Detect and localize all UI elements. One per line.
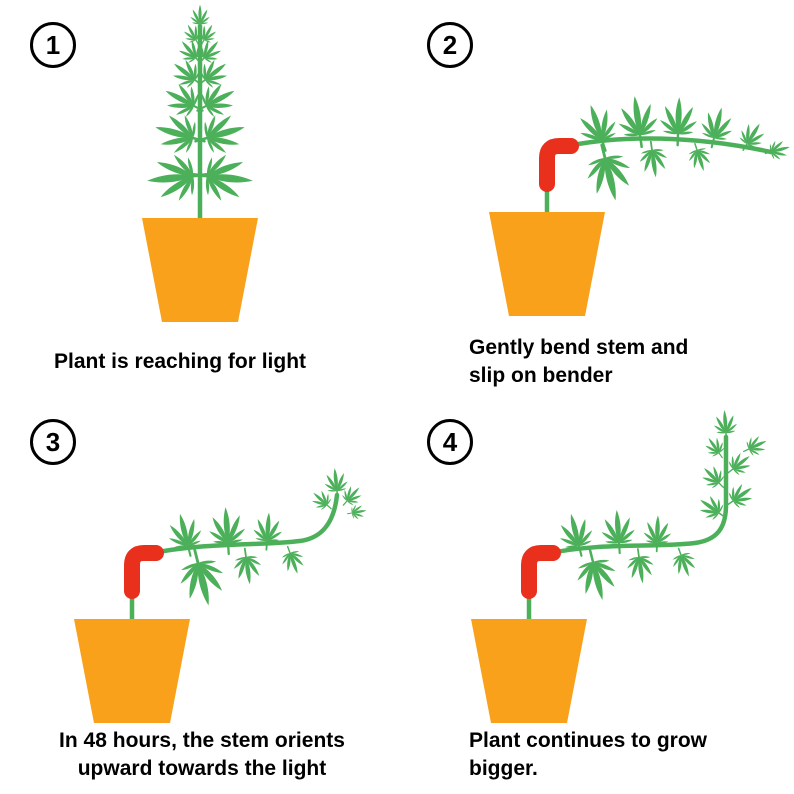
step-panel-2: 2 Gently bend stem and slip on bender: [397, 0, 794, 397]
step-caption: Plant continues to grow bigger.: [469, 729, 708, 780]
leaves: [161, 466, 369, 613]
leaf: [189, 4, 211, 31]
stem-bender: [539, 138, 579, 192]
step-number-badge: 2: [427, 22, 473, 68]
leaf: [577, 138, 640, 208]
pot: [74, 619, 190, 723]
leaf: [275, 541, 310, 579]
leaf: [683, 139, 716, 176]
step-panel-3: 3 In 48 hours, the stem orients upward t…: [0, 397, 397, 794]
step-panel-1: 1 Plant is reaching for light: [0, 0, 397, 397]
step-number: 1: [45, 29, 61, 60]
leaf: [170, 543, 233, 613]
plant-illustration-bent: [489, 92, 793, 316]
stem-bender: [124, 545, 164, 599]
leaf: [738, 430, 772, 462]
stem-horizontal: [145, 492, 340, 557]
leaf: [666, 543, 702, 582]
step-number: 2: [442, 29, 458, 60]
leaf: [622, 546, 658, 587]
step-panel-4: 4 Plant continues to g: [397, 397, 794, 794]
pot: [142, 218, 258, 322]
leaf: [229, 545, 266, 588]
stem-bender: [521, 545, 561, 599]
pot: [489, 212, 605, 316]
step-number: 3: [45, 426, 61, 457]
plant-illustration-reorienting: [74, 466, 369, 723]
step-number-badge: 4: [427, 419, 473, 465]
leaf: [161, 508, 209, 562]
stem-horizontal: [560, 136, 774, 155]
step-caption: Plant is reaching for light: [54, 349, 307, 373]
step-caption: In 48 hours, the stem orients upward tow…: [59, 729, 345, 780]
plant-illustration-regrown: [471, 408, 772, 723]
step-number-badge: 3: [30, 419, 76, 465]
step-number: 4: [442, 426, 458, 457]
plant-illustration-upright: [142, 4, 258, 322]
leaf: [345, 502, 369, 522]
step-caption: Gently bend stem and slip on bender: [469, 336, 689, 387]
leaves: [552, 408, 772, 607]
leaf: [568, 544, 624, 607]
stem-horizontal: [542, 434, 729, 557]
leaf: [570, 97, 626, 158]
step-number-badge: 1: [30, 22, 76, 68]
pot: [471, 619, 587, 723]
